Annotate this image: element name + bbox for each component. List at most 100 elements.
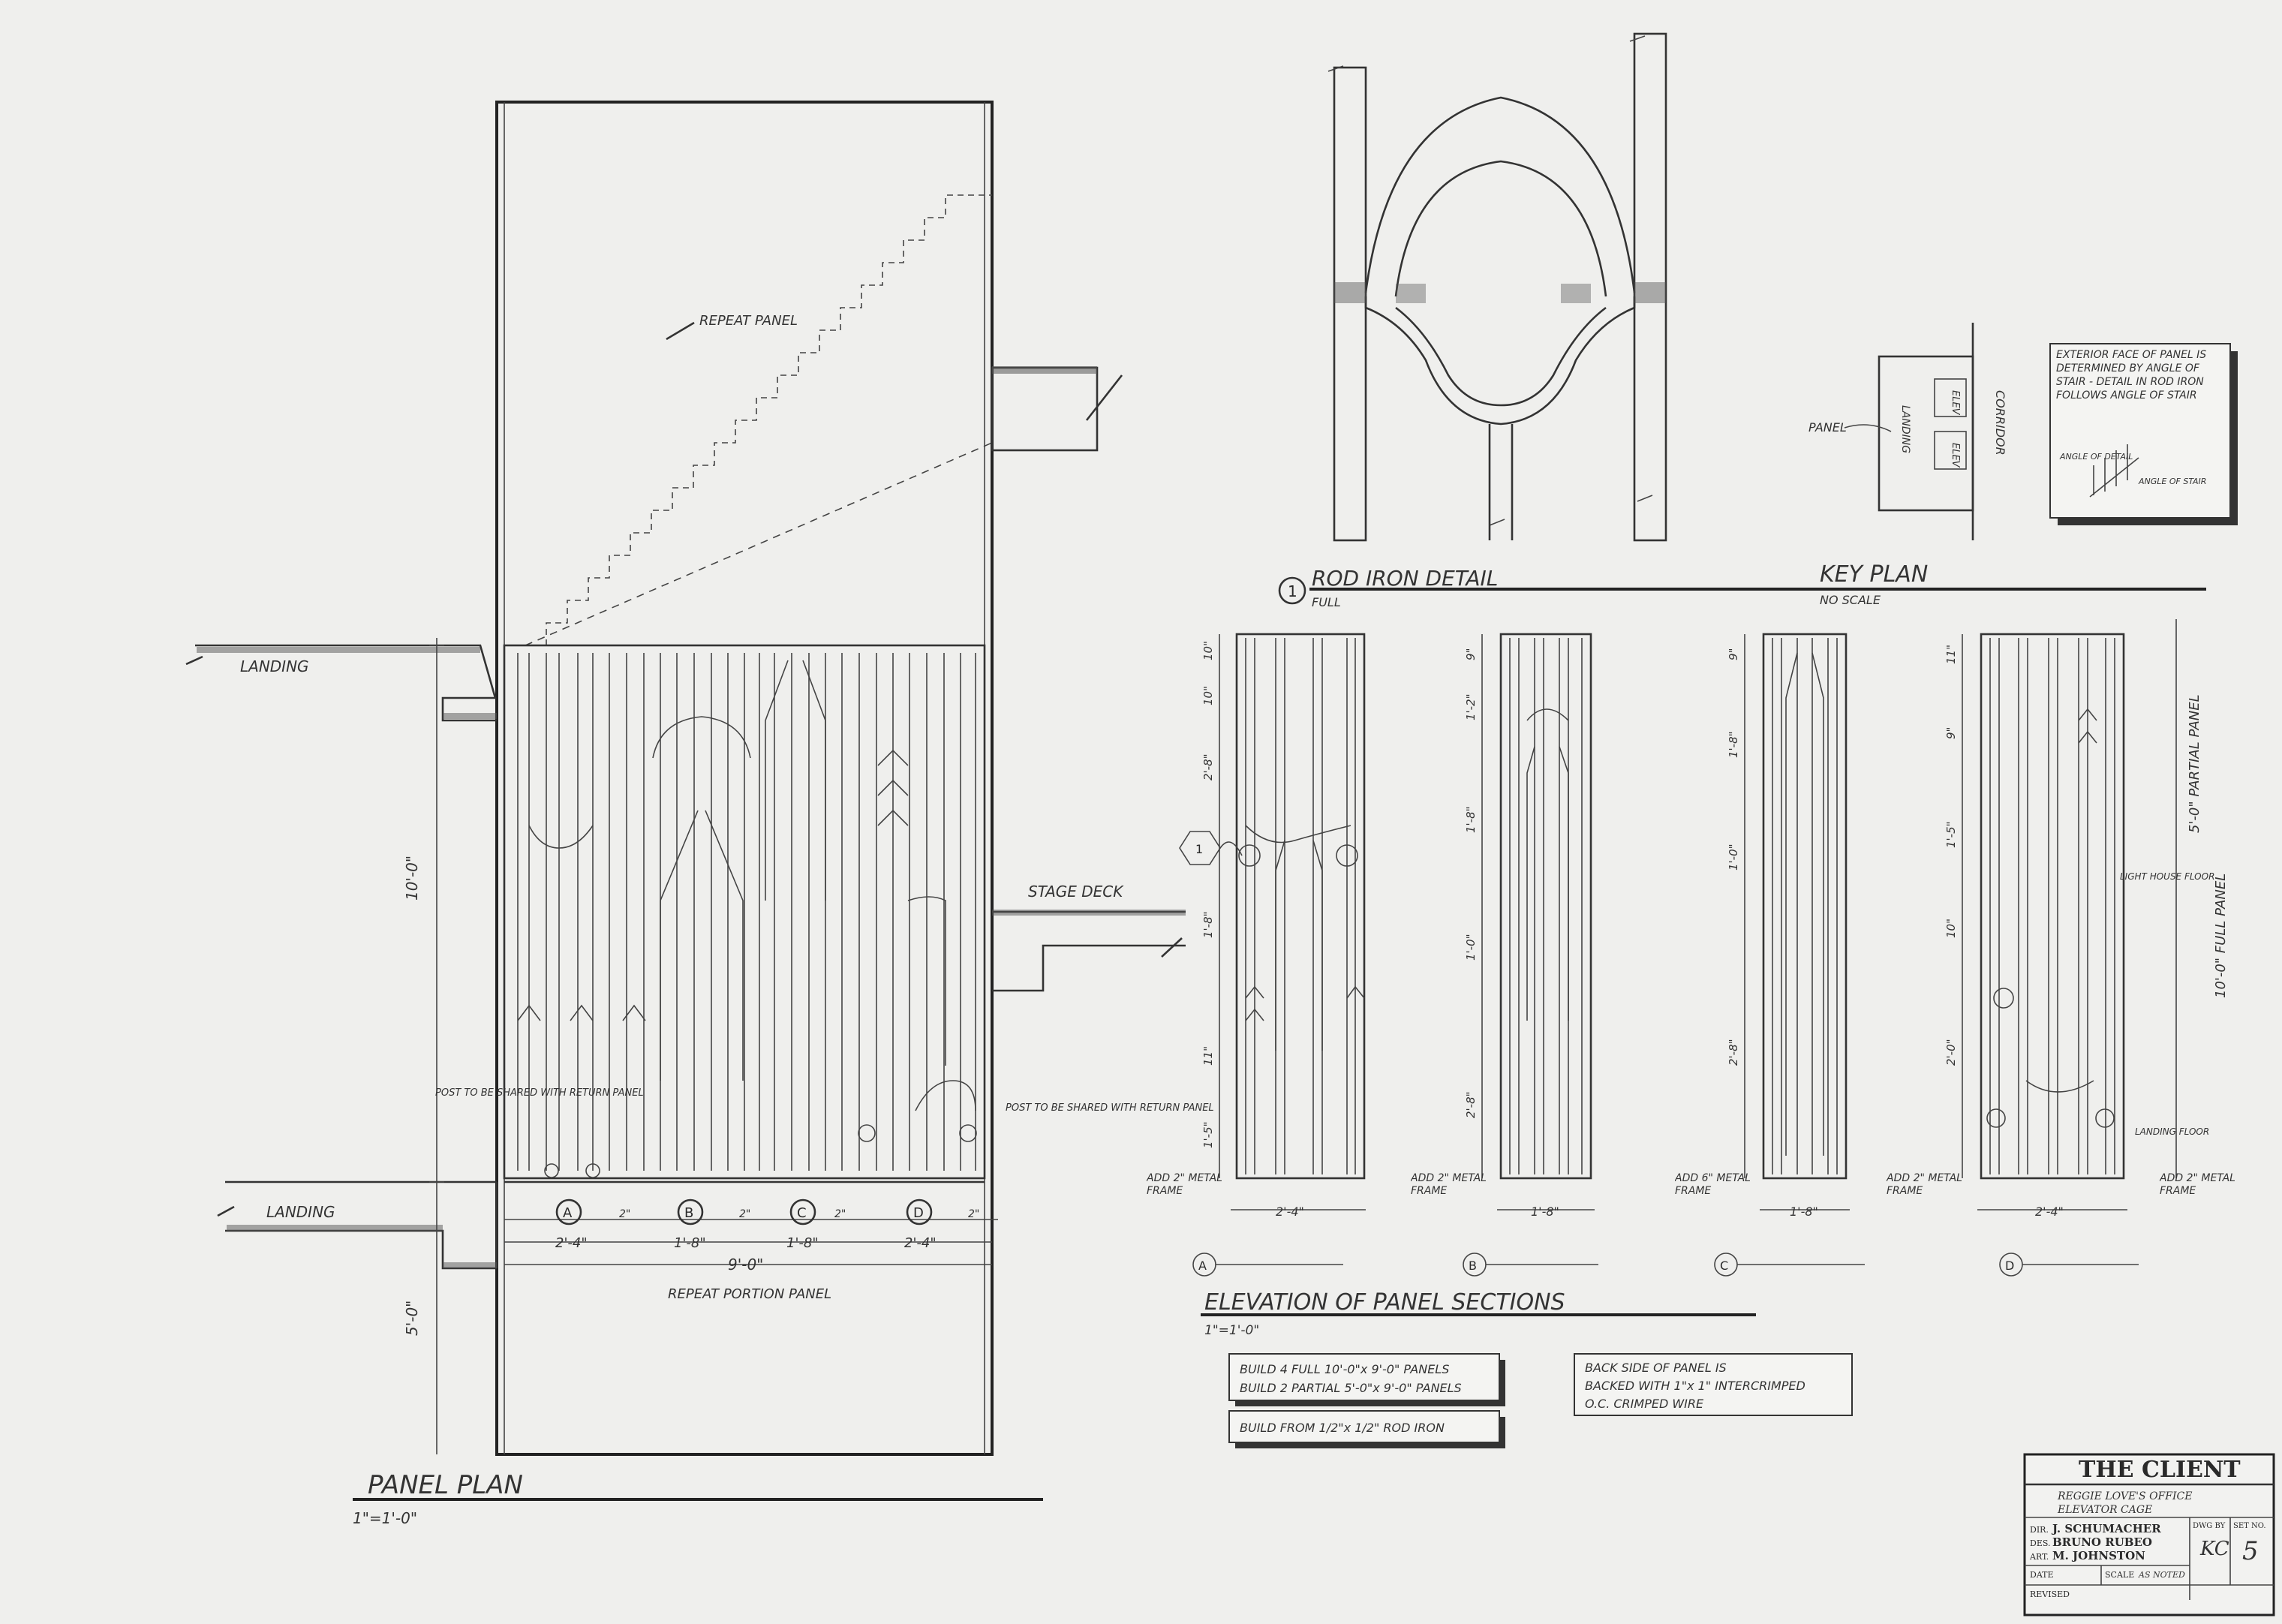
gap-dim-1: 2" — [619, 1208, 630, 1220]
d-light-house-floor: LIGHT HOUSE FLOOR — [2120, 871, 2214, 882]
d-landing-floor: LANDING FLOOR — [2135, 1126, 2209, 1137]
elevation-panel-b: 9" 1'-2" 1'-8" 1'-0" 2'-8" 1'-8" ADD 2" … — [1411, 633, 1598, 1277]
d-add-frame-left: ADD 2" METAL FRAME — [1887, 1172, 1962, 1197]
rod-iron-detail: 1 ROD IRON DETAIL FULL — [1278, 32, 1718, 609]
b-dim-0: 9" — [1464, 648, 1478, 660]
c-dim-3: 1'-0" — [1727, 844, 1740, 871]
key-plan: ELEV ELEV LANDING CORRIDOR PANEL KEY PLA… — [1718, 323, 2238, 607]
plan-bar-pattern — [517, 653, 977, 1178]
section-marker-a: A — [563, 1205, 573, 1221]
landing-bottom: LANDING — [217, 1180, 498, 1270]
d-partial-panel: 5'-0" PARTIAL PANEL — [2187, 694, 2202, 833]
b-dim-7: 2'-8" — [1464, 1091, 1478, 1118]
dir-label: DIR. — [2030, 1525, 2049, 1535]
c-bottom-dim: 1'-8" — [1790, 1204, 1818, 1219]
des-label: DES. — [2030, 1538, 2051, 1548]
note-build-2: BUILD 2 PARTIAL 5'-0"x 9'-0" PANELS — [1240, 1381, 1462, 1395]
d-bottom-dim: 2'-4" — [2035, 1204, 2064, 1219]
d-add-frame-right: ADD 2" METAL FRAME — [2160, 1172, 2235, 1197]
rod-detail-title: ROD IRON DETAIL — [1312, 566, 1498, 591]
key-plan-title: KEY PLAN — [1820, 561, 1928, 588]
dim-b: 1'-8" — [674, 1235, 706, 1251]
note-back-1: BACK SIDE OF PANEL IS — [1585, 1361, 1727, 1375]
stage-deck-label: STAGE DECK — [1028, 883, 1124, 901]
b-add-frame: ADD 2" METAL FRAME — [1411, 1172, 1487, 1197]
repeat-panel-outline — [495, 101, 994, 1456]
key-landing: LANDING — [1899, 405, 1911, 453]
elevation-panel-c: 9" 1'-8" 1'-0" 2'-8" 1'-8" ADD 6" METAL … — [1675, 633, 1865, 1277]
b-bottom-dim: 1'-8" — [1531, 1204, 1559, 1219]
key-elev-2: ELEV — [1950, 443, 1961, 468]
dim-c: 1'-8" — [786, 1235, 819, 1251]
panel-plan-title: PANEL PLAN — [368, 1470, 523, 1500]
repeat-portion-label: REPEAT PORTION PANEL — [668, 1286, 831, 1302]
dim-full-height: 10'-0" — [403, 856, 421, 901]
stair-outline — [525, 194, 992, 646]
c-dim-5: 2'-8" — [1727, 1039, 1740, 1066]
dim-partial-height: 5'-0" — [403, 1301, 421, 1336]
note-back-2: BACKED WITH 1"x 1" INTERCRIMPED — [1585, 1379, 1805, 1393]
scale-label: SCALE — [2105, 1570, 2134, 1580]
panel-plan: REPEAT PANEL LANDING LANDING — [185, 101, 1214, 1527]
a-dim-2: 10" — [1201, 686, 1215, 705]
elev-marker-d: D — [2005, 1259, 2014, 1273]
elevation-panel-d: 11" 9" 1'-5" 10" 2'-0" 5'-0" PARTIAL PAN… — [1887, 619, 2235, 1277]
set-no-value: 5 — [2242, 1536, 2259, 1566]
elevation-panels: 10" 10" 2'-8" 1'-8" 11" 1'-5" 2'-4" ADD … — [1147, 619, 2235, 1338]
elev-marker-c: C — [1720, 1259, 1728, 1273]
a-dim-4: 2'-8" — [1201, 753, 1215, 780]
post-note-right: POST TO BE SHARED WITH RETURN PANEL — [1006, 1102, 1214, 1114]
a-dim-0: 10" — [1201, 641, 1215, 660]
section-marker-d: D — [913, 1205, 924, 1221]
key-corridor: CORRIDOR — [1993, 390, 2007, 456]
section-marker-c: C — [797, 1205, 807, 1221]
repeat-panel-label: REPEAT PANEL — [699, 313, 798, 329]
landing-top-label: LANDING — [240, 657, 309, 675]
dim-a: 2'-4" — [555, 1235, 588, 1251]
a-dim-5: 1'-8" — [1201, 911, 1215, 938]
scale-value: AS NOTED — [2138, 1570, 2185, 1580]
dwg-by-label: DWG BY — [2193, 1522, 2226, 1530]
title-block: THE CLIENT REGGIE LOVE'S OFFICE ELEVATOR… — [2023, 1453, 2275, 1616]
des-name: BRUNO RUBEO — [2052, 1535, 2152, 1549]
notes: BUILD 4 FULL 10'-0"x 9'-0" PANELS BUILD … — [1228, 1353, 1853, 1448]
a-dim-8: 11" — [1201, 1046, 1215, 1066]
elevation-panel-a: 10" 10" 2'-8" 1'-8" 11" 1'-5" 2'-4" ADD … — [1147, 633, 1366, 1277]
c-dim-0: 9" — [1727, 648, 1740, 660]
project-line-1: REGGIE LOVE'S OFFICE — [2057, 1490, 2192, 1502]
rod-detail-scale: FULL — [1312, 595, 1341, 609]
section-marker-b: B — [684, 1205, 693, 1221]
rod-detail-number: 1 — [1288, 582, 1297, 600]
art-name: M. JOHNSTON — [2052, 1549, 2145, 1562]
project-line-2: ELEVATOR CAGE — [2057, 1504, 2152, 1516]
key-plan-note: EXTERIOR FACE OF PANEL IS DETERMINED BY … — [2056, 349, 2207, 401]
key-note-angle-detail: ANGLE OF DETAIL — [2059, 452, 2133, 462]
note-build-1: BUILD 4 FULL 10'-0"x 9'-0" PANELS — [1240, 1362, 1449, 1376]
d-dim-3: 1'-5" — [1944, 821, 1958, 848]
a-add-frame: ADD 2" METAL FRAME — [1147, 1172, 1222, 1197]
c-add-frame: ADD 6" METAL FRAME — [1675, 1172, 1751, 1197]
key-note-angle-stair: ANGLE OF STAIR — [2138, 477, 2206, 486]
note-build-rod: BUILD FROM 1/2"x 1/2" ROD IRON — [1240, 1421, 1445, 1435]
key-elev-1: ELEV — [1950, 390, 1961, 416]
d-full-panel: 10'-0" FULL PANEL — [2213, 874, 2229, 998]
gap-dim-4: 2" — [968, 1208, 979, 1220]
post-note-left: POST TO BE SHARED WITH RETURN PANEL — [435, 1087, 644, 1099]
client-name: THE CLIENT — [2079, 1457, 2241, 1483]
stage-deck: STAGE DECK — [992, 883, 1186, 992]
elev-marker-b: B — [1469, 1259, 1477, 1273]
d-dim-1: 9" — [1944, 727, 1958, 739]
gap-dim-2: 2" — [739, 1208, 750, 1220]
art-label: ART. — [2029, 1552, 2049, 1562]
dim-d: 2'-4" — [904, 1235, 937, 1251]
key-plan-scale: NO SCALE — [1820, 593, 1881, 607]
d-dim-0: 11" — [1944, 645, 1958, 664]
elevations-scale: 1"=1'-0" — [1204, 1323, 1259, 1338]
set-no-label: SET NO. — [2233, 1522, 2266, 1530]
elev-marker-a: A — [1198, 1259, 1207, 1273]
dir-name: J. SCHUMACHER — [2051, 1522, 2161, 1535]
d-dim-5: 2'-0" — [1944, 1039, 1958, 1066]
note-back-3: O.C. CRIMPED WIRE — [1585, 1397, 1704, 1411]
dwg-by-value: KC — [2199, 1538, 2229, 1560]
